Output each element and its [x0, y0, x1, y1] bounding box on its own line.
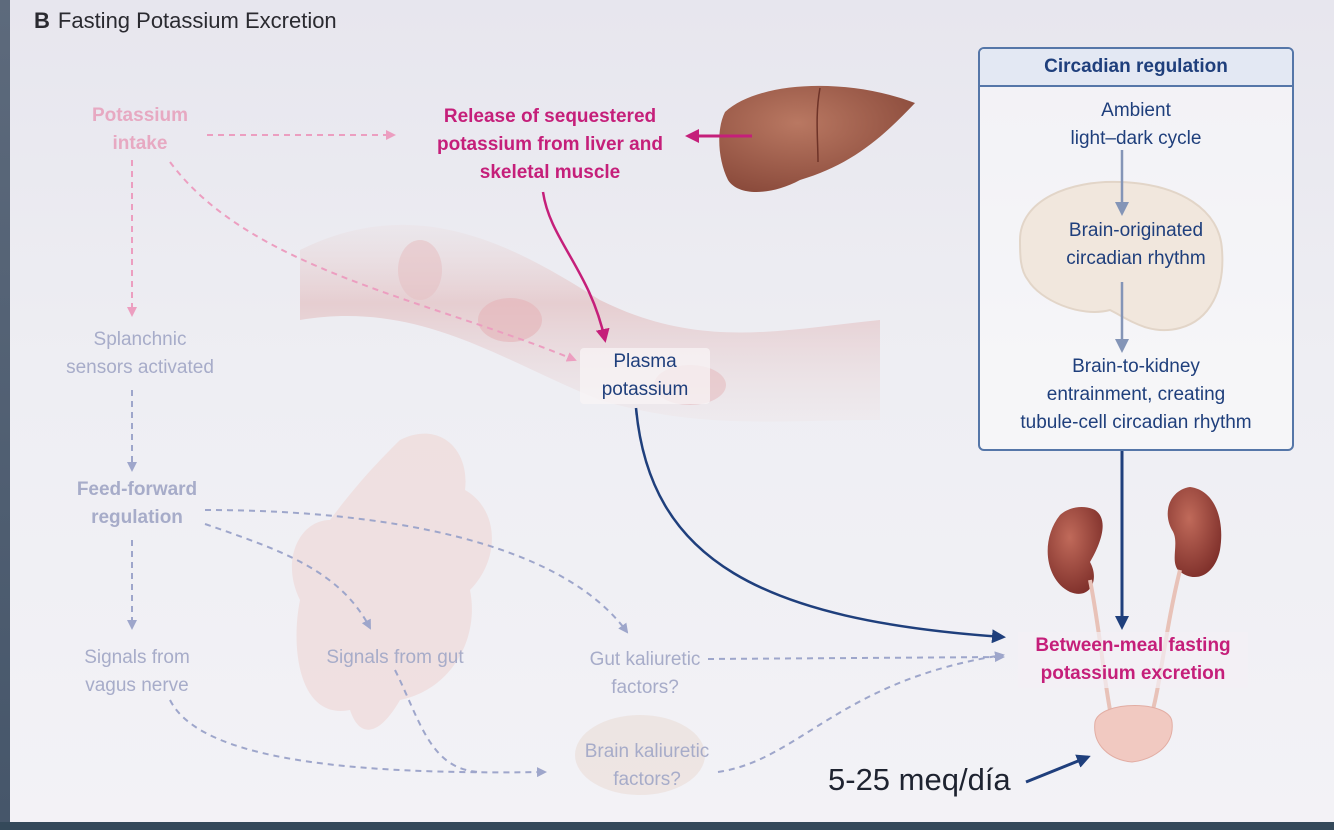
label-gut-signals: Signals from gut: [305, 644, 485, 672]
label-line: light–dark cycle: [1070, 128, 1202, 149]
label-vagus: Signals from vagus nerve: [62, 644, 212, 700]
label-line: Signals from: [84, 647, 190, 668]
excretion-rate-annotation: 5-25 meq/día: [828, 762, 1011, 797]
blood-vessel-illustration: [300, 224, 880, 422]
label-line: potassium: [601, 379, 689, 400]
panel-title: B Fasting Potassium Excretion: [34, 8, 337, 34]
bladder-illustration: [1094, 705, 1173, 763]
label-line: potassium from liver and: [437, 134, 663, 155]
label-line: factors?: [613, 769, 681, 790]
label-line: Gut kaliuretic: [589, 649, 701, 670]
brain-illustration: [1018, 180, 1224, 332]
red-cell-illustration: [478, 298, 542, 342]
panel-title-text: Fasting Potassium Excretion: [57, 8, 337, 33]
panel-letter: B: [34, 8, 50, 33]
label-gut-factors: Gut kaliuretic factors?: [570, 646, 720, 702]
label-line: Potassium: [91, 105, 189, 126]
label-feed-forward: Feed-forward regulation: [62, 476, 212, 532]
arrow-feedforward-to-gut-factors: [204, 509, 629, 634]
arrow-release-to-plasma: [541, 191, 610, 343]
label-line: Splanchnic: [93, 329, 187, 350]
label-line: intake: [112, 133, 168, 154]
label-potassium-intake: Potassium intake: [80, 102, 200, 158]
label-line: tubule-cell circadian rhythm: [1020, 412, 1252, 433]
arrow-gut-factors-to-excretion: [707, 652, 1005, 663]
slide-bottom-bar: [0, 822, 1334, 830]
label-line: Feed-forward: [76, 479, 198, 500]
arrow-plasma-to-excretion: [634, 407, 1006, 644]
label-line: Brain-originated: [1068, 220, 1204, 241]
label-line: Between-meal fasting: [1035, 635, 1231, 656]
label-excretion: Between-meal fasting potassium excretion: [1018, 632, 1248, 688]
label-line: Plasma: [613, 351, 677, 372]
label-plasma-potassium: Plasma potassium: [580, 348, 710, 404]
label-line: potassium excretion: [1040, 663, 1226, 684]
label-line: sensors activated: [66, 357, 214, 378]
arrow-annotation-to-bladder: [1025, 754, 1091, 784]
label-ambient-cycle: Ambient light–dark cycle: [980, 97, 1292, 153]
label-splanchnic: Splanchnic sensors activated: [50, 326, 230, 382]
label-line: Release of sequestered: [443, 106, 657, 127]
label-brain-factors: Brain kaliuretic factors?: [562, 738, 732, 794]
label-line: skeletal muscle: [479, 162, 621, 183]
red-cell-illustration: [398, 240, 442, 300]
label-line: entrainment, creating: [1046, 384, 1226, 405]
label-line: Brain kaliuretic: [584, 741, 710, 762]
label-line: circadian rhythm: [1066, 248, 1206, 269]
left-kidney-illustration: [1047, 507, 1103, 594]
arrow-brain-factors-to-excretion: [717, 651, 1005, 773]
liver-lobe-line: [816, 87, 821, 163]
label-line: factors?: [611, 677, 679, 698]
slide-left-edge: [0, 0, 10, 822]
arrow-vagus-to-brain-factors: [169, 699, 547, 778]
label-line: vagus nerve: [85, 675, 189, 696]
gut-illustration: [291, 433, 492, 730]
label-line: Ambient: [1101, 100, 1171, 121]
label-release-sequestered: Release of sequestered potassium from li…: [420, 103, 680, 187]
diagram-canvas: B Fasting Potassium Excretion Potassium i…: [10, 0, 1334, 822]
label-line: regulation: [91, 507, 183, 528]
label-entrainment: Brain-to-kidney entrainment, creating tu…: [980, 353, 1292, 437]
brain-faint-illustration: [575, 715, 705, 795]
circadian-regulation-box: Circadian regulation Ambient light–dark …: [978, 47, 1294, 451]
arrow-intake-to-plasma: [169, 161, 577, 362]
right-kidney-illustration: [1167, 487, 1222, 578]
arrow-feedforward-to-gut: [204, 523, 371, 630]
label-line: Brain-to-kidney: [1072, 356, 1200, 377]
label-brain-rhythm: Brain-originated circadian rhythm: [980, 217, 1292, 273]
circadian-header: Circadian regulation: [980, 49, 1292, 87]
arrow-gut-to-brain-factors: [394, 669, 481, 773]
label-line: Signals from gut: [326, 647, 464, 668]
